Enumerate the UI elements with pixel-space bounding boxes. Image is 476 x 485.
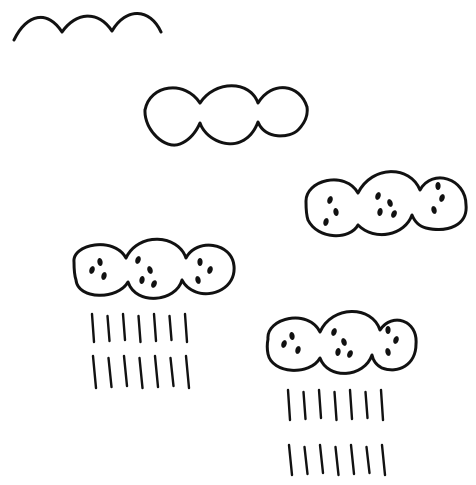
- cloud-dot: [438, 193, 446, 202]
- rain-stroke: [185, 314, 187, 342]
- cloud-dot: [335, 348, 342, 357]
- rain-stroke: [124, 356, 127, 386]
- rain-left-row-2: [93, 356, 189, 388]
- cloud-dot: [346, 349, 354, 358]
- bumps-stage: [14, 13, 161, 40]
- rain-stroke: [336, 447, 339, 475]
- rain-stroke: [92, 314, 94, 342]
- rain-stroke: [108, 316, 110, 341]
- cloud-dot: [392, 335, 400, 344]
- rain-right-row-2: [289, 445, 385, 475]
- cloud-dot: [330, 327, 338, 336]
- rain-stroke: [351, 445, 354, 474]
- cloud-dot: [197, 258, 202, 266]
- cloud-dots: [88, 182, 446, 359]
- rain-left-row-1: [92, 314, 187, 342]
- cloud-dot: [206, 265, 214, 274]
- cloud-dot: [280, 339, 288, 348]
- rain-stroke: [139, 316, 141, 342]
- rain-stroke: [366, 392, 368, 418]
- scallop-top-outline: [145, 86, 307, 110]
- rain-stroke: [140, 358, 143, 388]
- rain-stroke: [171, 358, 174, 386]
- bumps-outline: [14, 13, 161, 40]
- rain-stroke: [289, 445, 292, 475]
- rain-stroke: [186, 356, 189, 388]
- cloud-dot: [194, 275, 201, 284]
- cloud-dot: [377, 208, 384, 217]
- cloud-dot: [430, 205, 437, 214]
- cloud-dot: [97, 258, 104, 267]
- cloud-dot: [385, 326, 390, 334]
- cloud-dot: [333, 208, 340, 217]
- rain-stroke: [367, 447, 370, 473]
- rain-stroke: [93, 356, 96, 388]
- scallop-bottom-outline: [145, 107, 307, 145]
- cloud-dot: [340, 337, 348, 346]
- cloud-dot: [326, 195, 334, 204]
- cloud-dot: [100, 271, 107, 280]
- cloud-dot: [390, 209, 398, 218]
- rain-stroke: [155, 356, 158, 387]
- cloud-dot: [384, 347, 391, 356]
- rain-stroke: [381, 390, 383, 420]
- cloud-dot: [289, 332, 296, 341]
- cloud-dot: [294, 345, 301, 354]
- rain-stroke: [304, 392, 306, 419]
- rain-stroke: [109, 358, 112, 387]
- scallop-stage: [145, 86, 307, 145]
- rain-stroke: [305, 447, 308, 474]
- cloud-dot: [146, 265, 154, 274]
- rain-stroke: [350, 390, 352, 419]
- cloud-dot: [139, 276, 146, 285]
- cloud-dot: [435, 182, 440, 190]
- rain-stroke: [319, 390, 321, 418]
- rain-right-row-1: [288, 390, 383, 420]
- rain-stroke: [154, 314, 156, 341]
- rain-stroke: [320, 445, 323, 473]
- cloud-dot: [88, 265, 96, 274]
- cloud-dot: [386, 198, 394, 207]
- cloud-dot: [374, 191, 382, 200]
- rain-stroke: [170, 316, 172, 340]
- rain-stroke: [382, 445, 385, 475]
- rain-stroke: [288, 390, 290, 420]
- cloud-dot: [150, 279, 158, 288]
- cloud-dot: [134, 255, 142, 264]
- cloud-dot: [322, 217, 329, 226]
- rain-stroke: [335, 392, 337, 420]
- rain-stroke: [123, 314, 125, 340]
